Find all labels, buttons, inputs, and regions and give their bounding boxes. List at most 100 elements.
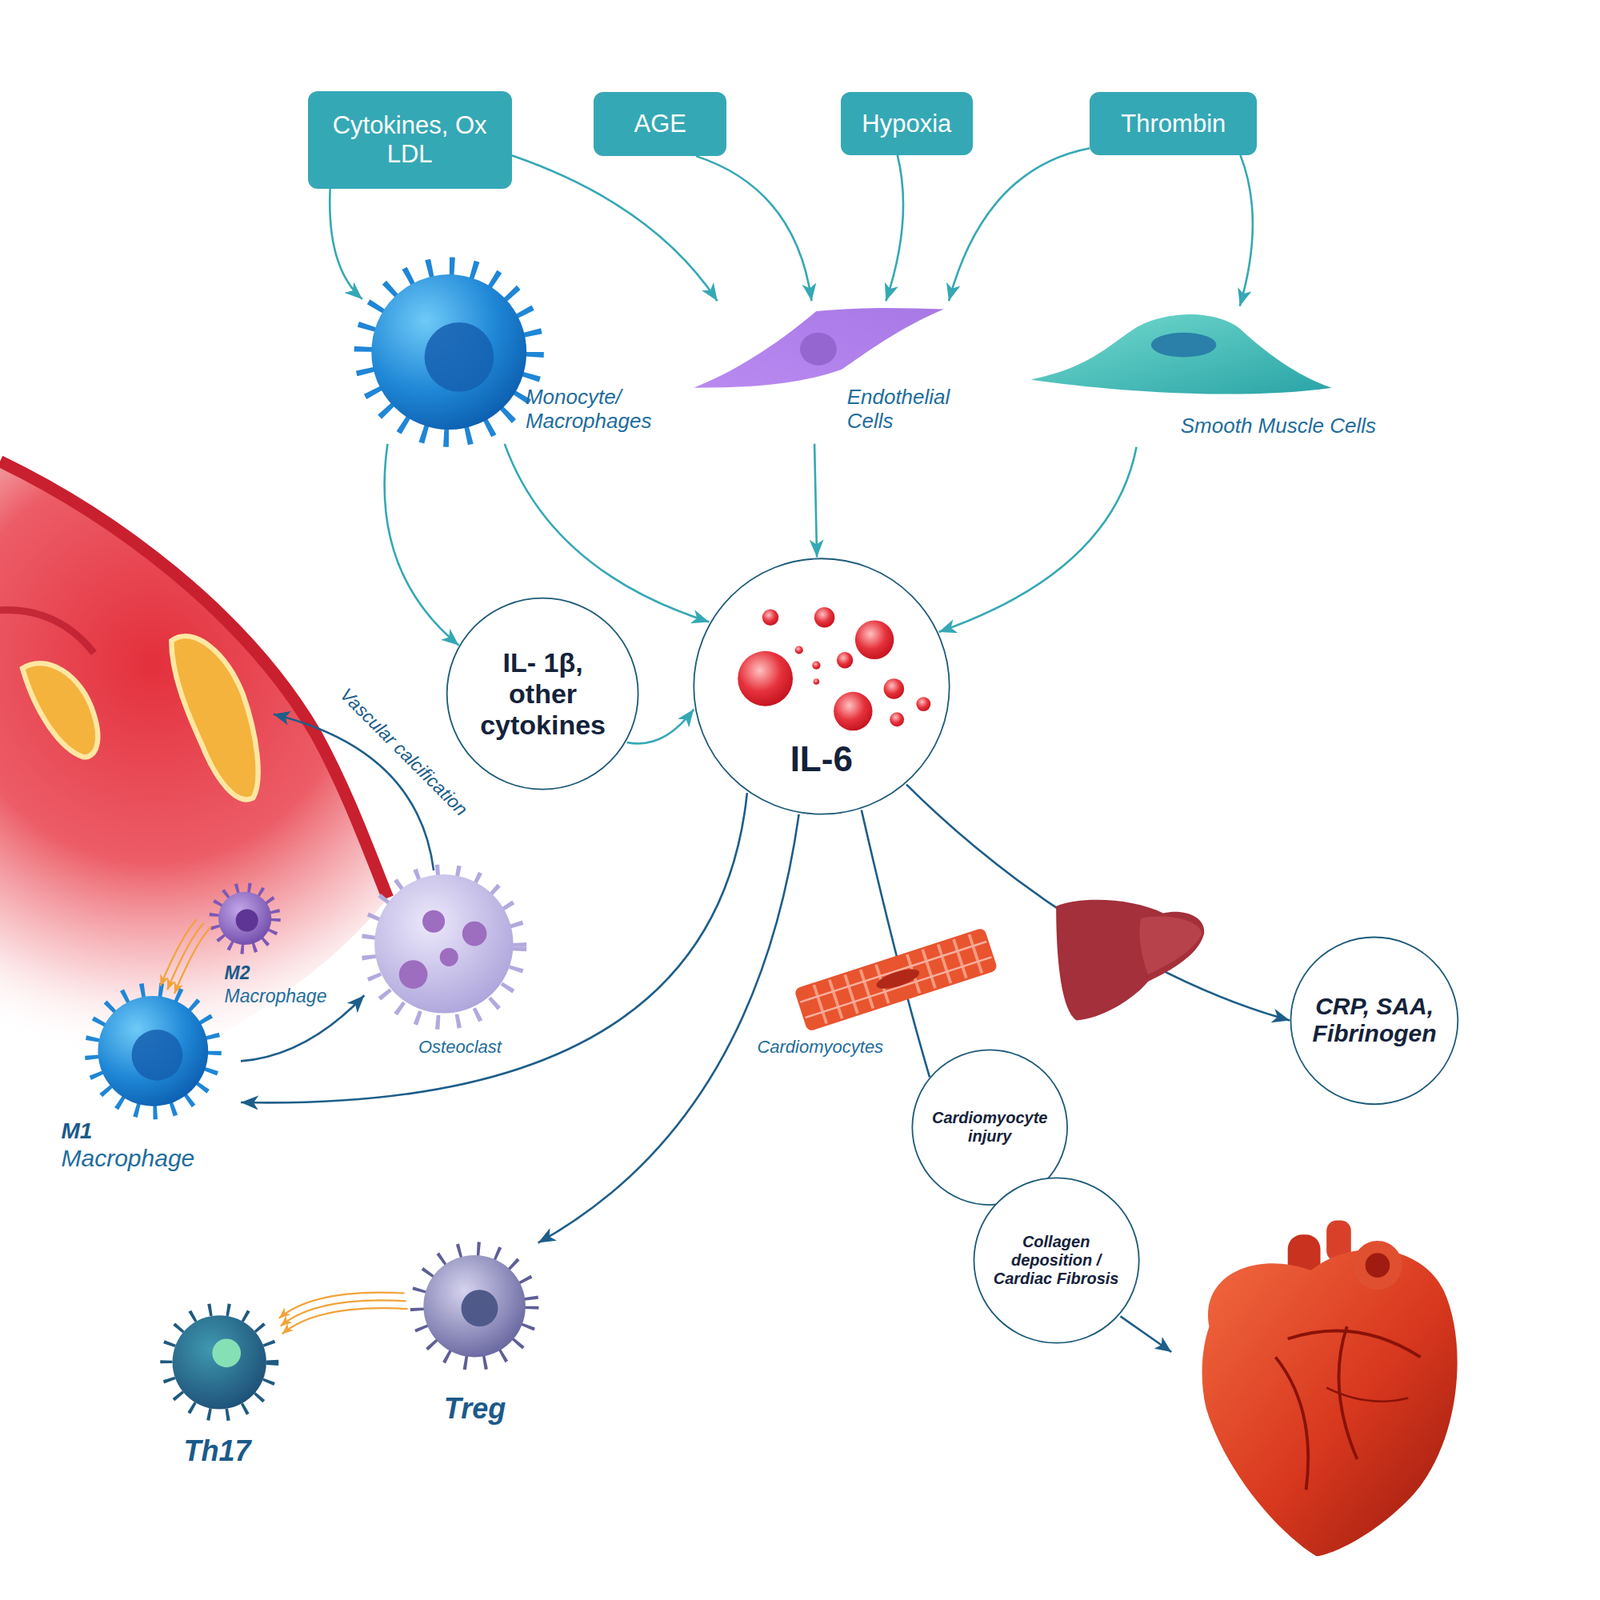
- text-holder: Macrophage: [61, 1144, 196, 1173]
- node-text: Macrophage: [61, 1144, 196, 1173]
- monocyte-cell: [371, 274, 527, 430]
- treg-cell: [423, 1255, 526, 1358]
- node-text: M2: [224, 962, 251, 984]
- outcome-circle: Collagen deposition / Cardiac Fibrosis: [972, 1176, 1140, 1344]
- osteoclast-cell: [368, 871, 520, 1023]
- connector: [384, 444, 460, 646]
- stimulus-box: Hypoxia: [840, 92, 973, 156]
- text-holder: M2: [224, 962, 251, 984]
- smooth-muscle-cell: [1030, 314, 1332, 395]
- node-text: Cardiomyocytes: [756, 1036, 884, 1057]
- fibrosis-arrow: [1120, 1316, 1172, 1352]
- m1-macrophage-cell: [92, 989, 215, 1112]
- connector: [279, 1292, 405, 1319]
- circle-outline: [1291, 936, 1459, 1104]
- heart: [1352, 1240, 1402, 1290]
- cell-node: M1Macrophage: [56, 989, 241, 1178]
- text-holder: Collagen deposition / Cardiac Fibrosis: [972, 1176, 1140, 1344]
- treg-cell: [461, 1289, 499, 1327]
- il6-particles: [795, 645, 804, 654]
- connector: [1240, 155, 1253, 307]
- text-holder: Cardiomyocytes: [756, 1036, 884, 1057]
- cell-node: Treg: [406, 1243, 541, 1432]
- connector: [160, 919, 197, 987]
- node-text: M1: [61, 1118, 93, 1144]
- heart: [1338, 1326, 1357, 1460]
- fibrosis-arrow: [1120, 1316, 1172, 1352]
- connector: [512, 155, 718, 301]
- text-holder: Macrophage: [224, 985, 328, 1007]
- connector: [948, 148, 1090, 301]
- smooth-muscle-cell: [1151, 332, 1217, 358]
- text-holder: M1: [61, 1118, 93, 1144]
- cell-node: Th17: [155, 1308, 281, 1472]
- connector: [696, 156, 812, 301]
- heart: [1202, 1249, 1458, 1556]
- heart: [1365, 1252, 1391, 1278]
- il6-particles: [813, 678, 820, 685]
- node-text: Hypoxia: [861, 109, 952, 139]
- connector: [939, 447, 1137, 632]
- osteoclast-cell: [368, 871, 520, 1023]
- cardiomyocyte-cell: [793, 927, 998, 1032]
- il6-particles: [762, 608, 779, 625]
- il6-particles: [884, 678, 905, 700]
- artery: [0, 610, 94, 654]
- smooth-muscle-cell: [1030, 314, 1332, 395]
- node-text: Thrombin: [1120, 109, 1226, 139]
- artery: [0, 461, 388, 899]
- m1-macrophage-cell: [92, 989, 215, 1112]
- th17-cell: [166, 1308, 273, 1416]
- node-text: CRP, SAA, Fibrinogen: [1306, 992, 1443, 1048]
- endothelial-cell: [693, 308, 944, 388]
- circle-outline: [973, 1177, 1139, 1343]
- text-holder: Endothelial Cells: [847, 385, 951, 434]
- text-holder: Monocyte/ Macrophages: [525, 385, 652, 434]
- calcification-arrow: [273, 714, 434, 871]
- osteoclast-cell: [440, 948, 459, 967]
- node-text: Collagen deposition / Cardiac Fibrosis: [990, 1232, 1123, 1288]
- text-holder: Th17: [184, 1434, 252, 1468]
- connector: [160, 919, 211, 994]
- cytokine-circle: IL- 1β, other cytokines: [445, 596, 640, 791]
- il6-particles: [889, 712, 904, 727]
- il6-particles: [836, 652, 853, 668]
- stimulus-box: AGE: [593, 92, 727, 156]
- connector: [906, 784, 1290, 1021]
- il6-particles: [812, 661, 820, 670]
- text-holder: IL- 1β, other cytokines: [445, 596, 640, 791]
- text-holder: Treg: [444, 1392, 506, 1425]
- node-text: IL- 1β, other cytokines: [475, 647, 612, 741]
- text-holder: Smooth Muscle Cells: [1180, 414, 1376, 439]
- connector: [167, 923, 204, 991]
- circle-outline: [693, 559, 949, 815]
- text-holder: CRP, SAA, Fibrinogen: [1289, 936, 1460, 1106]
- cell-node: Smooth Muscle Cells: [1025, 306, 1408, 448]
- artery: [171, 636, 258, 800]
- m2-macrophage-cell: [236, 908, 259, 932]
- liver: [1140, 916, 1203, 976]
- node-text: Osteoclast: [418, 1036, 502, 1057]
- artery: [22, 663, 98, 757]
- cardiomyocyte-cell: [874, 965, 922, 993]
- connector: [282, 1308, 408, 1334]
- cell-node: Osteoclast: [364, 869, 523, 1064]
- il6-particles: [737, 607, 931, 731]
- connector: [240, 792, 748, 1103]
- cardiomyocyte-cell: [813, 934, 982, 1024]
- liver: [1056, 900, 1204, 1021]
- il6-particles: [814, 607, 836, 628]
- cell-node: Cardiomyocytes: [752, 923, 1000, 1065]
- cardiomyocyte-cell: [793, 927, 998, 1032]
- node-text: Smooth Muscle Cells: [1180, 414, 1376, 439]
- m2-macrophage-cell: [218, 892, 272, 945]
- heart: [1326, 1388, 1408, 1402]
- connector: [885, 155, 904, 301]
- th17-cell: [212, 1338, 241, 1368]
- connector: [279, 1292, 408, 1335]
- treg-cell: [417, 1248, 532, 1364]
- connector: [174, 926, 212, 994]
- heart: [1202, 1220, 1458, 1557]
- calcification-arrow: [273, 714, 434, 871]
